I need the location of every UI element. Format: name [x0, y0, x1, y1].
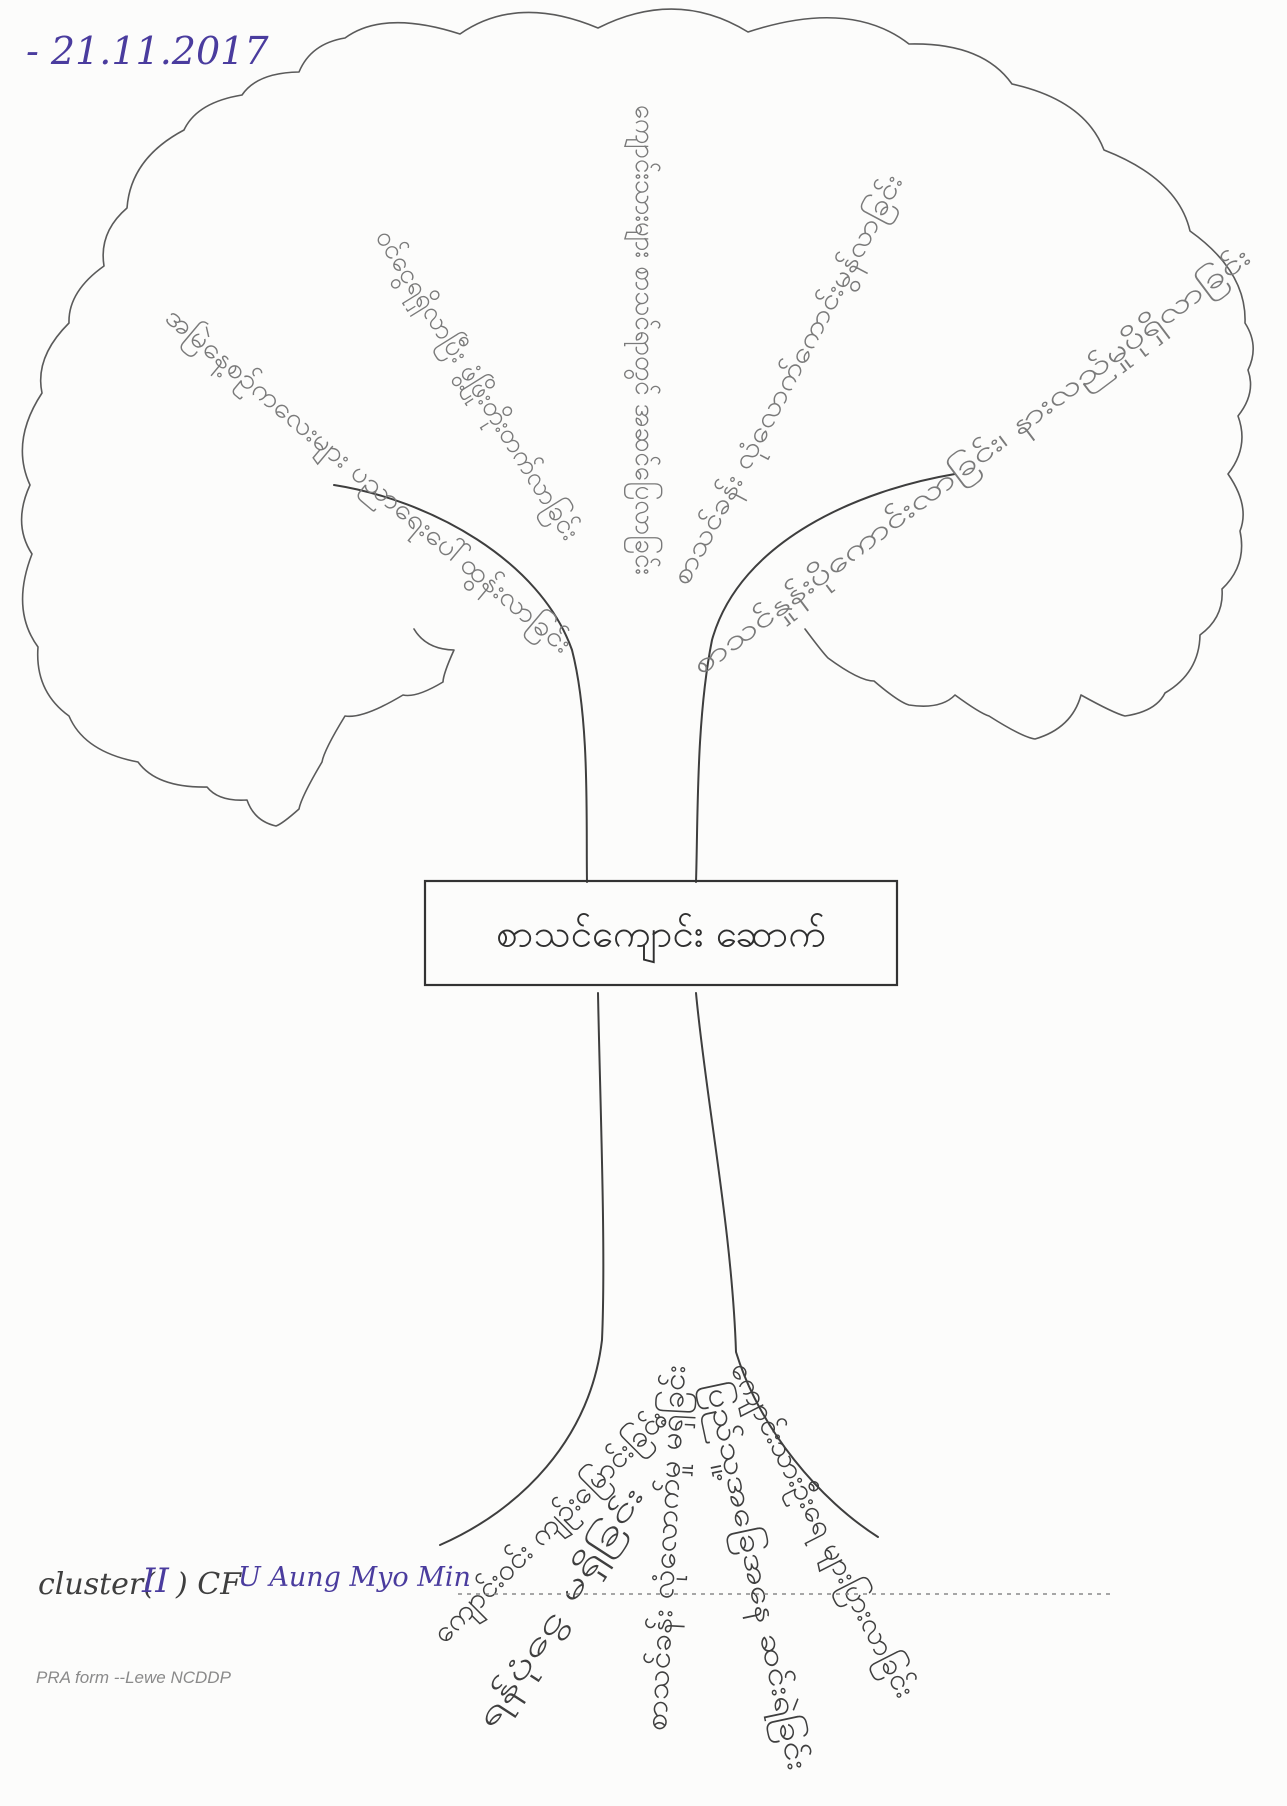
effect-branch-text: ကျောင်းသားများ စာသင်ရာတွင် အဆင်ပြေလာခြင်…: [623, 105, 664, 575]
trunk-right-upper-line: [696, 474, 955, 882]
cluster-number: II: [141, 1561, 169, 1601]
effect-branch-text: အမြဲနေ့စဉ်ကလေးများ ပညာရေးပေါ်ထွန်းလာခြင်…: [155, 299, 580, 665]
effect-branch-text: စာသင်နှုန်းပိုကောင်းလာခြင်း၊ နားလည်မှုပိ…: [684, 238, 1260, 686]
trunk-left-lower-line: [440, 993, 603, 1545]
cluster-label: cluster(: [38, 1567, 156, 1602]
form-label: PRA form --Lewe NCDDP: [36, 1668, 232, 1687]
cause-root-text: ပြည်သူ့အခြေအနေ ဆင်းရဲခြင်း: [693, 1378, 817, 1774]
cf-label: ) CF: [175, 1567, 242, 1602]
center-box-label: စာသင်ကျောင်း ဆောက်: [496, 912, 826, 964]
date-text: - 21.11.2017: [26, 29, 269, 73]
cf-name: U Aung Myo Min: [238, 1562, 471, 1593]
